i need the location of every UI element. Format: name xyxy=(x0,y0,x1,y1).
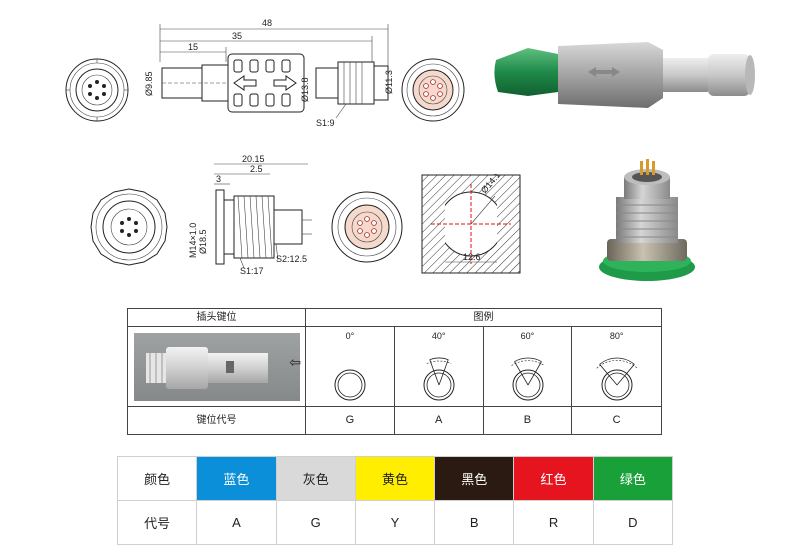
color-row-label: 颜色 xyxy=(116,456,198,501)
key-table-plug-cell: ⇦ xyxy=(128,327,306,407)
code-cell: B xyxy=(434,500,515,545)
color-cell: 蓝色 xyxy=(196,456,277,501)
code-cell: R xyxy=(513,500,594,545)
key-angle-label: 80° xyxy=(609,331,624,341)
color-code-table: 颜色 蓝色 灰色 黄色 黑色 红色 绿色 代号 A G Y B R D xyxy=(116,456,674,545)
color-name-row: 颜色 蓝色 灰色 黄色 黑色 红色 绿色 xyxy=(116,456,674,501)
key-legend-icon xyxy=(334,369,366,401)
code-row-label: 代号 xyxy=(116,500,198,545)
dim-socket-b: 2.5 xyxy=(250,164,263,174)
code-cell: D xyxy=(592,500,674,545)
key-legend-cell: 60° xyxy=(483,327,573,407)
dim-dia-left: Ø9.85 xyxy=(144,71,154,96)
key-legend-cell: 80° xyxy=(572,327,661,407)
socket-photo xyxy=(599,159,695,281)
dim-socket-s1: S1:17 xyxy=(240,266,264,275)
key-angle-label: 0° xyxy=(345,331,355,341)
plug-rear-view xyxy=(401,58,465,122)
color-cell: 黑色 xyxy=(434,456,515,501)
dim-socket-s2: S2:12.5 xyxy=(276,254,307,264)
plug-front-view xyxy=(65,58,129,122)
key-code-cell: A xyxy=(395,407,484,434)
key-legend-icon xyxy=(596,357,638,401)
color-cell: 绿色 xyxy=(592,456,674,501)
socket-side-view: 20.15 2.5 3 Ø18.5 M14×1.0 S1:17 S2:12.5 xyxy=(188,154,312,275)
dim-socket-overall: 20.15 xyxy=(242,154,265,164)
dim-front: 15 xyxy=(188,42,198,52)
key-angle-label: 40° xyxy=(431,331,446,341)
plug-side-view: 48 35 15 Ø13.8 Ø11.3 Ø9.85 S1:9 xyxy=(144,18,394,128)
socket-front-view xyxy=(90,188,168,266)
color-code-row: 代号 A G Y B R D xyxy=(116,500,674,545)
key-code-cell: B xyxy=(484,407,573,434)
code-cell: G xyxy=(275,500,356,545)
dim-dia-right: Ø11.3 xyxy=(384,70,394,94)
key-direction-arrow: ⇦ xyxy=(289,355,301,371)
panel-cutout-diagram: Ø14.1 12.6 xyxy=(421,174,521,274)
plug-photo xyxy=(494,42,755,108)
code-cell: A xyxy=(196,500,277,545)
plug-key-photo xyxy=(134,333,300,401)
key-legend-icon xyxy=(511,357,545,401)
dim-socket-thread: M14×1.0 xyxy=(188,223,198,258)
code-cell: Y xyxy=(354,500,436,545)
socket-rear-view xyxy=(331,191,403,263)
color-cell: 红色 xyxy=(513,456,594,501)
dim-dia-mid: Ø13.8 xyxy=(300,77,310,102)
key-code-cell: C xyxy=(612,414,621,426)
dim-socket-dia: Ø18.5 xyxy=(198,229,208,254)
key-legend-cell: 0° xyxy=(306,327,395,407)
key-legend-icon xyxy=(423,357,455,401)
key-table-header-left: 插头键位 xyxy=(128,309,306,327)
key-code-cell: G xyxy=(306,407,395,434)
key-legend-cell: 40° xyxy=(394,327,484,407)
color-cell: 灰色 xyxy=(275,456,356,501)
key-table-footer-left: 键位代号 xyxy=(128,407,306,434)
dim-cutout-flat: 12.6 xyxy=(463,252,481,262)
key-table-header-right: 图例 xyxy=(306,309,661,327)
dim-spanner: S1:9 xyxy=(316,118,335,128)
dim-overall: 48 xyxy=(262,18,272,28)
dim-body: 35 xyxy=(232,31,242,41)
color-cell: 黄色 xyxy=(354,456,436,501)
key-angle-label: 60° xyxy=(520,331,535,341)
dim-socket-a: 3 xyxy=(216,174,221,184)
